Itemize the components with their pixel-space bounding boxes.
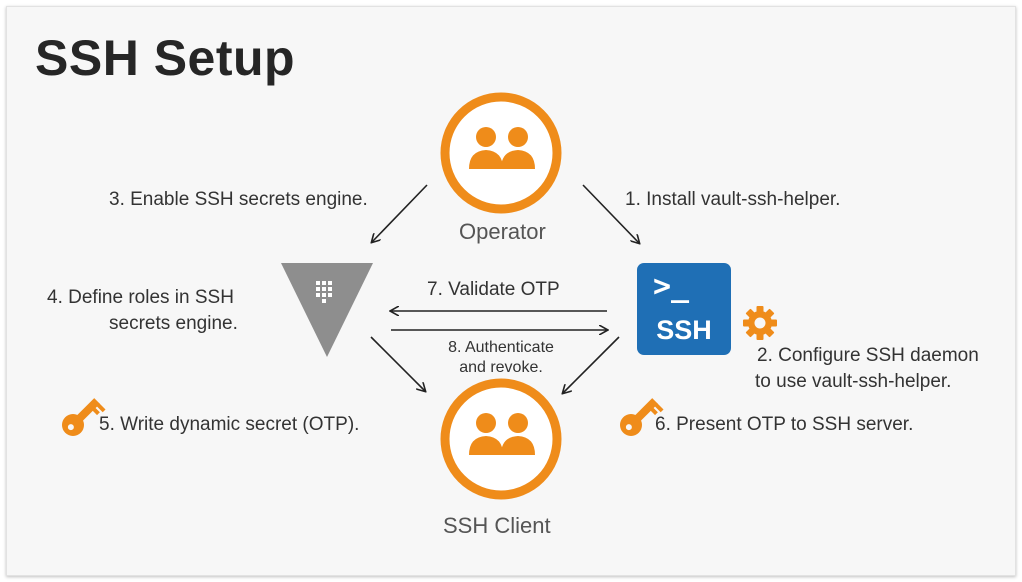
diagram-graphics xyxy=(62,92,777,500)
step-2-label-line1: 2. Configure SSH daemon xyxy=(757,345,979,366)
step-1-label: 1. Install vault-ssh-helper. xyxy=(625,189,841,210)
gear-icon xyxy=(743,306,777,340)
ssh-client-label: SSH Client xyxy=(443,513,551,538)
step-3-label: 3. Enable SSH secrets engine. xyxy=(109,189,368,210)
step-8-label-line1: 8. Authenticate xyxy=(448,339,554,356)
vault-icon xyxy=(281,263,373,357)
step-8-label-line2: and revoke. xyxy=(459,359,543,376)
operator-users-icon xyxy=(440,92,562,214)
arrow-operator-to-ssh xyxy=(582,184,639,243)
ssh-server-label: SSH xyxy=(656,315,712,345)
operator-label: Operator xyxy=(459,219,546,244)
page-title: SSH Setup xyxy=(35,30,296,86)
step-6-label: 6. Present OTP to SSH server. xyxy=(655,414,914,435)
arrow-ssh-to-client xyxy=(563,336,620,393)
step-4-label-line2: secrets engine. xyxy=(109,313,238,334)
ssh-server-box: >_ SSH xyxy=(637,263,731,355)
step-2-label-line2: to use vault-ssh-helper. xyxy=(755,371,952,392)
slide: SSH Setup xyxy=(6,6,1016,576)
key-icon xyxy=(620,398,664,436)
step-5-label: 5. Write dynamic secret (OTP). xyxy=(99,414,360,435)
terminal-icon: >_ xyxy=(653,269,690,304)
ssh-client-users-icon xyxy=(440,378,562,500)
step-4-label-line1: 4. Define roles in SSH xyxy=(47,287,234,308)
arrow-operator-to-vault xyxy=(372,184,428,242)
arrow-vault-to-client xyxy=(370,336,425,391)
step-7-label: 7. Validate OTP xyxy=(427,279,560,300)
key-icon xyxy=(62,398,106,436)
